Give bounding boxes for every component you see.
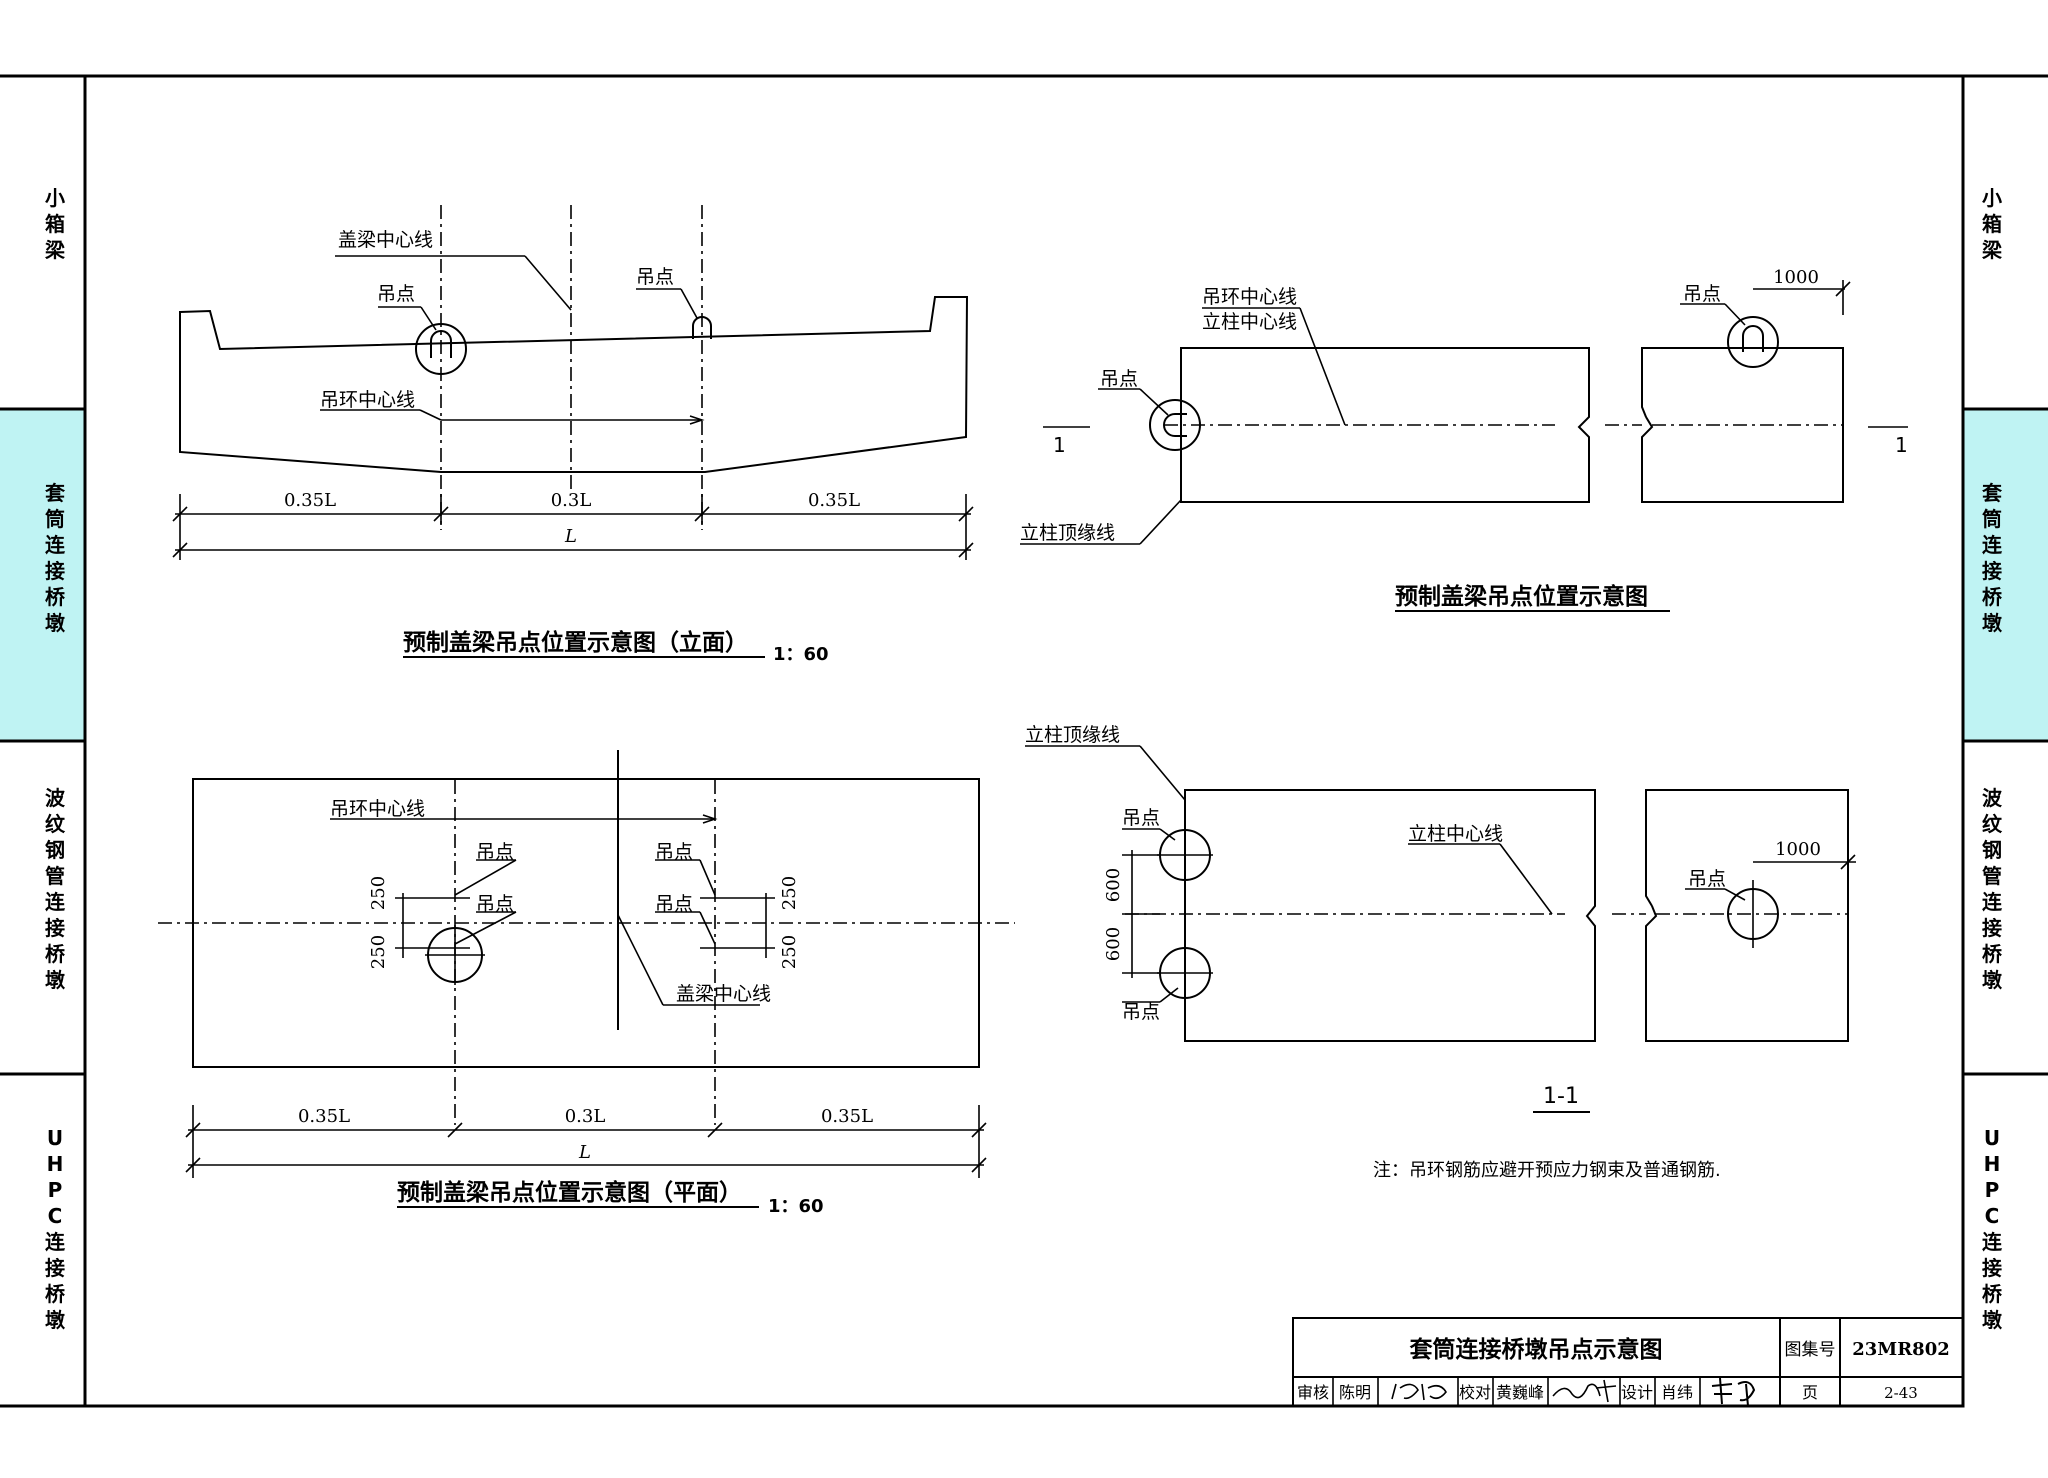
check-label: 校对: [1459, 1383, 1491, 1402]
right-tab-label-taotong[interactable]: 套筒连接桥墩: [1982, 481, 2003, 635]
rb-dim-600-a: 600: [1103, 868, 1124, 902]
elevation-title: 预制盖梁吊点位置示意图（立面）: [403, 629, 748, 656]
elev-dim-left: 0.35L: [284, 490, 336, 511]
page-no-value: 2-43: [1884, 1384, 1918, 1402]
plan-dim-right: 0.35L: [821, 1106, 873, 1127]
plan-lift-label-1: 吊点: [476, 841, 514, 863]
rt-lift-circle-right: [1727, 316, 1779, 368]
plan-lift-label-2: 吊点: [476, 893, 514, 915]
rb-column-top-edge-label: 立柱顶缘线: [1025, 724, 1120, 746]
lift-ring-left-elevation: [415, 323, 467, 375]
rb-dim-1000: 1000: [1775, 839, 1821, 860]
left-tab-label-xiaoxiangliang[interactable]: 小箱梁: [44, 186, 66, 262]
checker-signature: [1552, 1379, 1617, 1403]
rt-column-centerline-label: 立柱中心线: [1202, 311, 1297, 333]
rb-lift-bottom-label: 吊点: [1122, 1001, 1160, 1023]
designer-name: 肖纬: [1661, 1383, 1693, 1402]
elev-lift-right-label: 吊点: [636, 266, 674, 288]
rb-dim-600-b: 600: [1103, 927, 1124, 961]
rt-column-top-edge-label: 立柱顶缘线: [1020, 522, 1115, 544]
drawing-frame: [83, 74, 1965, 1408]
left-tab-label-bowen[interactable]: 波纹钢管连接桥墩: [45, 786, 66, 992]
plan-dim-mid: 0.3L: [565, 1106, 606, 1127]
elev-dim-total: L: [564, 526, 577, 547]
right-bottom-view: 立柱顶缘线 吊点 吊点 600 600 立柱中心线 吊点 1000 1-1: [1025, 724, 1856, 1113]
plan-title: 预制盖梁吊点位置示意图（平面）: [397, 1179, 742, 1206]
elevation-scale: 1：60: [773, 644, 829, 665]
rt-lift-right-label: 吊点: [1683, 283, 1721, 305]
lift-ring-right-elevation: [692, 316, 712, 339]
plan-dim-total: L: [578, 1142, 591, 1163]
elev-dim-right: 0.35L: [808, 490, 860, 511]
plan-dim-250-b: 250: [368, 935, 389, 969]
designer-signature: [1711, 1377, 1756, 1407]
right-top-view: 1 1 吊环中心线 立柱中心线 吊点 吊点 1000 立柱顶缘线 预制盖梁吊点位…: [1020, 267, 1908, 612]
rt-dim-1000: 1000: [1773, 267, 1819, 288]
title-block: 套筒连接桥墩吊点示意图 图集号 23MR802 审核 陈明 校对 黄巍峰 设计 …: [1292, 1317, 1964, 1407]
rt-section-mark-left: 1: [1053, 433, 1066, 457]
plan-view: 吊环中心线 吊点 吊点 吊点 吊点 盖梁中心线 250 250 250 250: [158, 750, 1015, 1217]
rt-lift-left-label: 吊点: [1100, 368, 1138, 390]
right-tab-label-xiaoxiangliang[interactable]: 小箱梁: [1981, 186, 2003, 262]
atlas-no-value: 23MR802: [1852, 1339, 1950, 1360]
atlas-no-label: 图集号: [1785, 1340, 1836, 1360]
elev-ring-centerline-label: 吊环中心线: [320, 389, 415, 411]
checker-name: 黄巍峰: [1496, 1383, 1544, 1402]
plan-lift-label-4: 吊点: [655, 893, 693, 915]
rb-beam-right-part: [1645, 789, 1849, 1042]
elevation-view: 盖梁中心线 吊点 吊点 吊环中心线 0.35L 0.3L 0.35L L 预制盖…: [172, 205, 974, 665]
rb-beam-left-part: [1184, 789, 1596, 1042]
plan-dim-250-c: 250: [779, 876, 800, 910]
rb-lift-right-label: 吊点: [1688, 868, 1726, 890]
plan-dim-left: 0.35L: [298, 1106, 350, 1127]
drawing-note: 注：吊环钢筋应避开预应力钢束及普通钢筋.: [1373, 1160, 1721, 1181]
plan-dim-250-d: 250: [779, 935, 800, 969]
left-tab-active-bg: [0, 409, 85, 741]
rt-section-mark-right: 1: [1895, 433, 1908, 457]
left-tab-label-taotong[interactable]: 套筒连接桥墩: [45, 481, 66, 635]
reviewer-signature: [1391, 1383, 1447, 1401]
right-tab-label-bowen[interactable]: 波纹钢管连接桥墩: [1982, 786, 2003, 992]
plan-dim-250-a: 250: [368, 876, 389, 910]
elev-lift-left-label: 吊点: [377, 283, 415, 305]
right-top-title: 预制盖梁吊点位置示意图: [1395, 583, 1648, 610]
elev-dim-mid: 0.3L: [551, 490, 592, 511]
plan-centerline-label: 盖梁中心线: [676, 983, 771, 1005]
page-label: 页: [1802, 1383, 1818, 1402]
plan-ring-centerline-label: 吊环中心线: [330, 798, 425, 820]
rb-column-centerline-label: 立柱中心线: [1408, 823, 1503, 845]
review-label: 审核: [1297, 1383, 1329, 1402]
right-tab-active-bg: [1963, 409, 2048, 741]
section-1-1-title: 1-1: [1543, 1084, 1579, 1109]
drawing-title: 套筒连接桥墩吊点示意图: [1410, 1336, 1663, 1363]
rt-beam-right-part: [1641, 347, 1844, 503]
rt-lift-circle-left: [1149, 399, 1201, 451]
plan-lift-label-3: 吊点: [655, 841, 693, 863]
rt-beam-left-part: [1180, 347, 1590, 503]
cap-beam-elevation-outline: [179, 296, 969, 473]
rb-lift-top-label: 吊点: [1122, 807, 1160, 829]
design-label: 设计: [1621, 1383, 1653, 1402]
reviewer-name: 陈明: [1339, 1383, 1371, 1402]
rt-ring-centerline-label: 吊环中心线: [1202, 286, 1297, 308]
elev-centerline-label: 盖梁中心线: [338, 229, 433, 251]
plan-scale: 1：60: [768, 1196, 824, 1217]
